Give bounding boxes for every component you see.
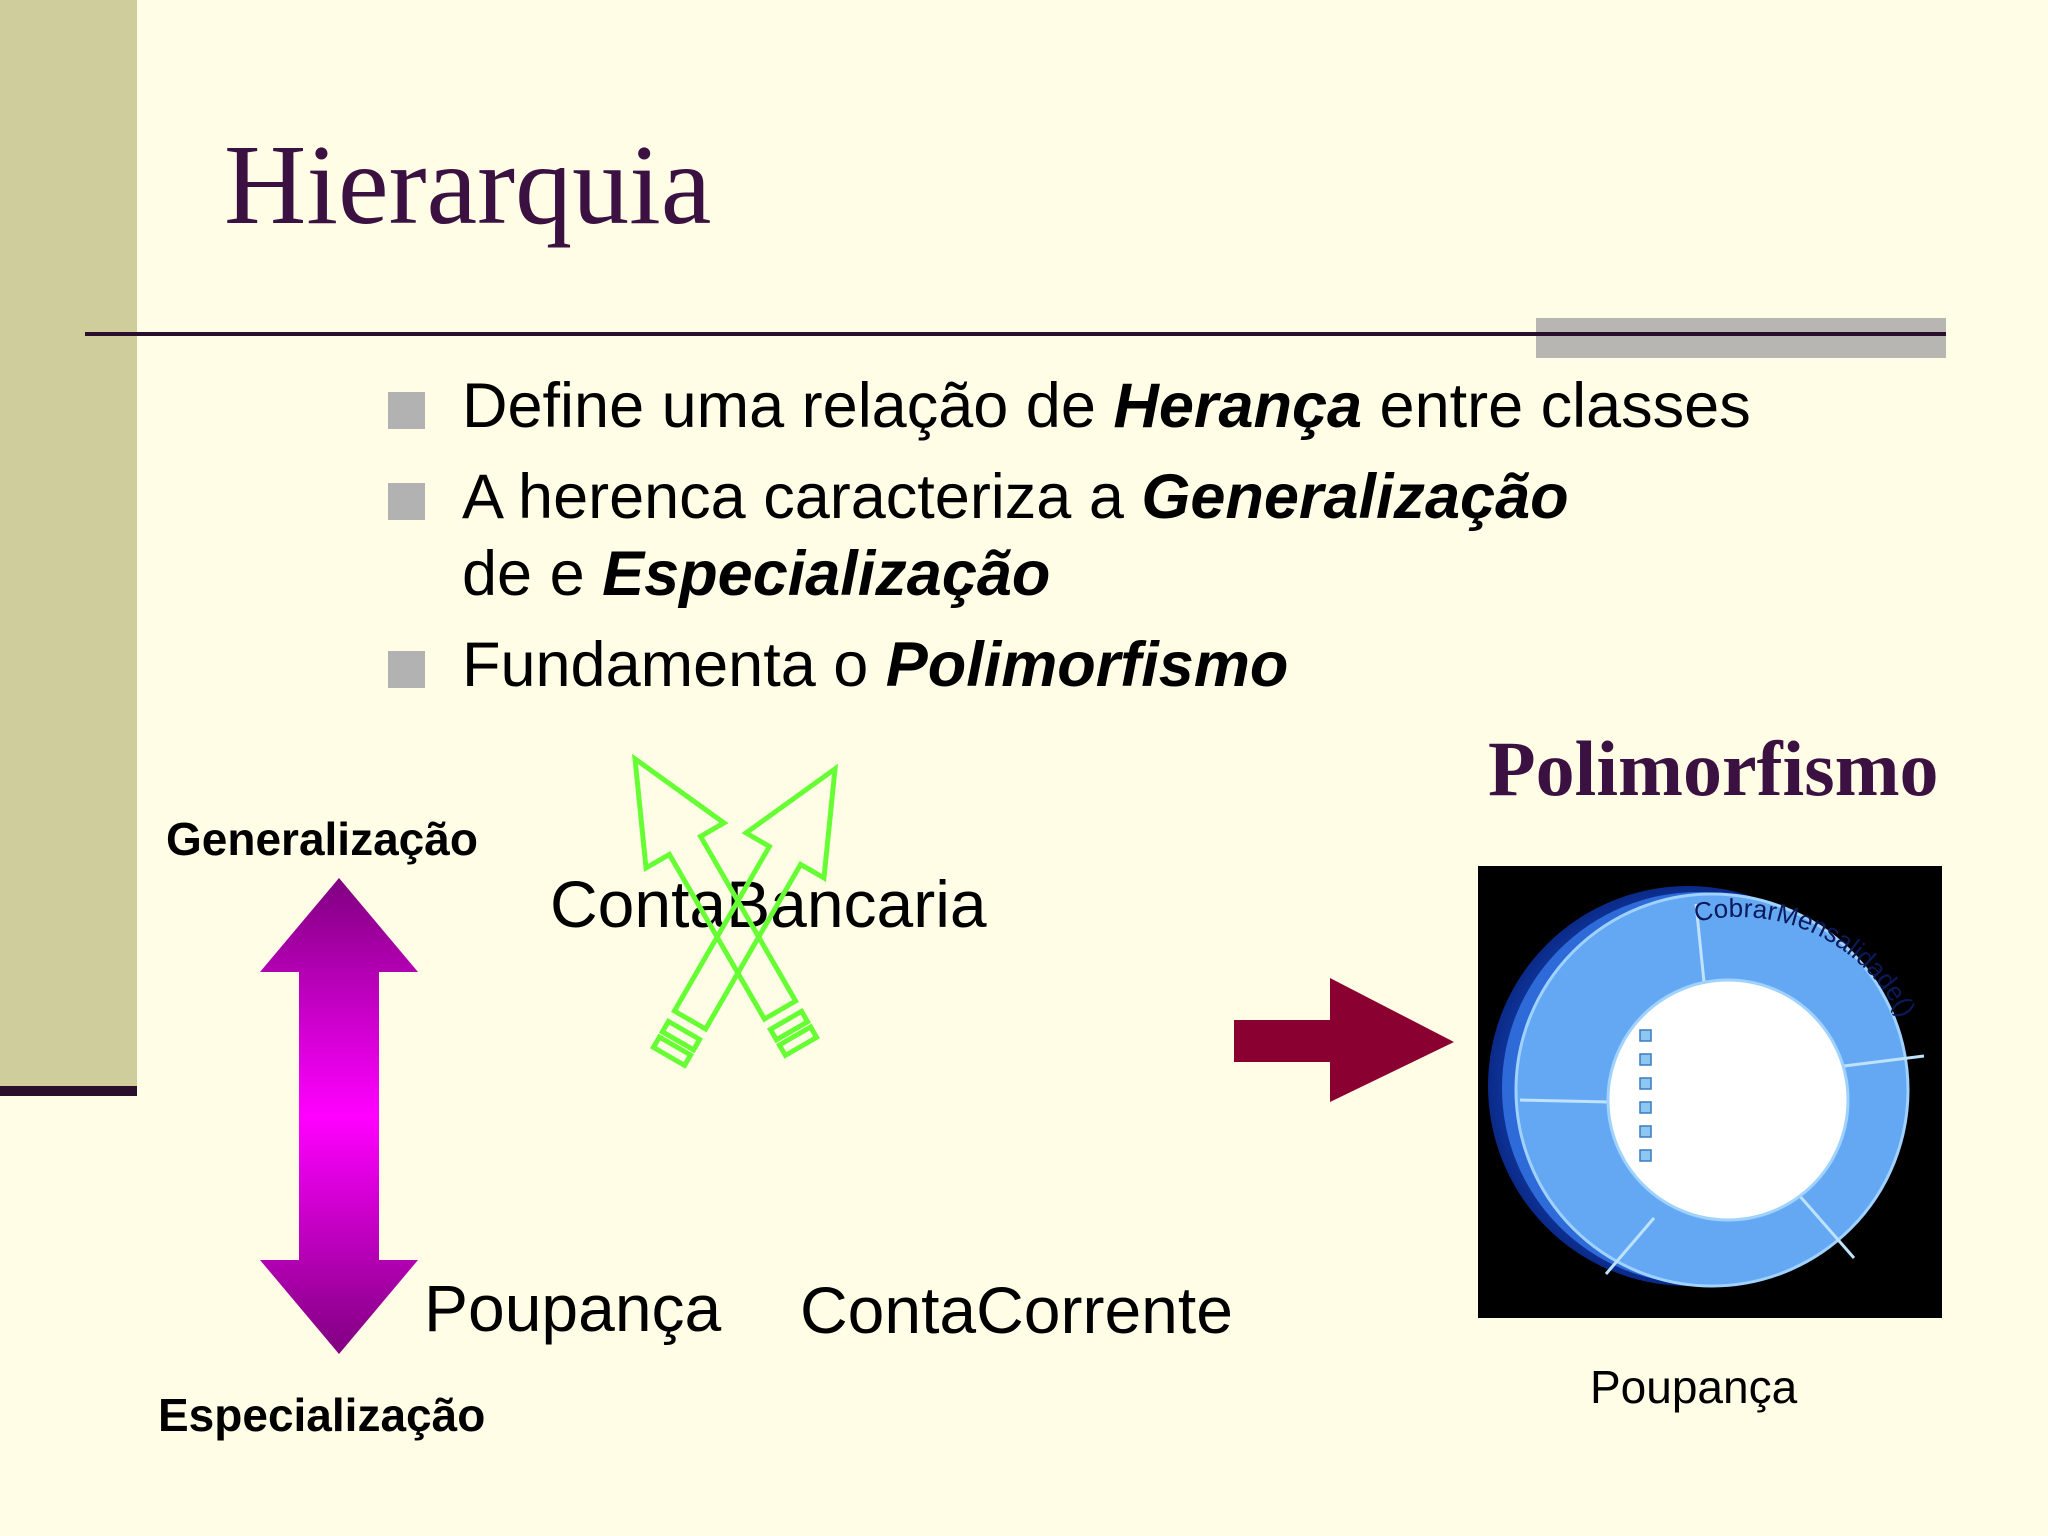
bullet-square-icon [388,483,425,520]
right-arrow-icon [1234,978,1454,1102]
object-wheel-icon: CobrarMensalidade() [1478,866,1942,1318]
bullet-square-icon [388,392,425,429]
bullet-emphasis: Herança [1113,371,1363,441]
bullet-text: de e [462,539,603,609]
left-band-rule [0,1086,137,1096]
bullet-item: Define uma relação de Herança entre clas… [388,368,1988,445]
bullet-square-icon [388,651,425,688]
bullet-item: Fundamenta o Polimorfismo [388,627,1988,704]
bullet-text: A herenca caracteriza a [462,462,1142,532]
child-class-right-label: ContaCorrente [800,1273,1233,1347]
wheel-caption: Poupança [1590,1361,1798,1413]
specialization-label: Especialização [158,1389,486,1441]
bullet-item: A herenca caracteriza a Generalização de… [388,459,1988,613]
bullet-emphasis: Especialização [602,539,1051,609]
generalization-label: Generalização [166,813,478,865]
title-rule-accent [1536,318,1946,358]
double-arrow-icon [260,878,418,1354]
left-decor-band [0,0,137,1086]
bullet-text: Define uma relação de [462,371,1114,441]
bullet-text: Fundamenta o [462,630,886,700]
bullet-list: Define uma relação de Herança entre clas… [388,368,1988,718]
slide-title: Hierarquia [224,121,712,248]
child-class-left-label: Poupança [424,1271,722,1345]
base-class-label: ContaBancaria [550,867,987,941]
bullet-emphasis: Polimorfismo [885,630,1289,700]
inheritance-arrow-right-icon [631,753,821,1059]
title-rule [85,332,1945,336]
title-rule-accent-line [1536,332,1946,336]
inheritance-arrow-left-icon [649,763,839,1069]
bullet-text: entre classes [1362,371,1751,441]
bullet-emphasis: Generalização [1141,462,1569,532]
polymorphism-title: Polimorfismo [1488,725,1939,812]
